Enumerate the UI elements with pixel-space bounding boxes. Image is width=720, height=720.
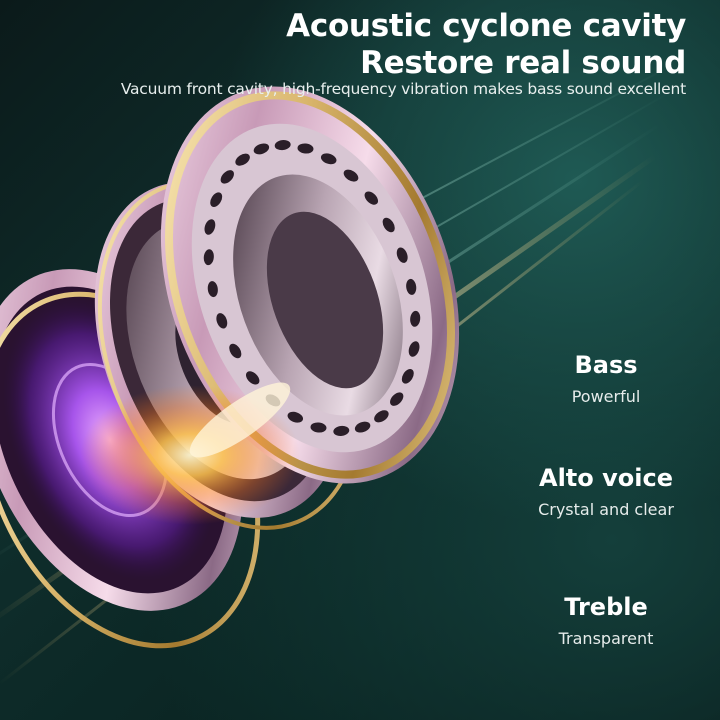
driver-vent-hole bbox=[297, 143, 314, 154]
driver-vent-hole bbox=[401, 368, 414, 384]
feature-desc: Transparent bbox=[558, 629, 654, 648]
feature-title: Bass bbox=[574, 351, 638, 379]
headline: Acoustic cyclone cavity Restore real sou… bbox=[286, 8, 686, 82]
subheadline: Vacuum front cavity, high-frequency vibr… bbox=[120, 80, 686, 98]
headline-line-1: Acoustic cyclone cavity bbox=[286, 8, 686, 44]
driver-front bbox=[160, 86, 460, 484]
feature-treble: Treble Transparent bbox=[491, 592, 720, 650]
driver-vent-hole bbox=[410, 310, 421, 327]
driver-vent-hole bbox=[408, 341, 420, 357]
driver-vent-hole bbox=[274, 140, 291, 151]
headline-line-2: Restore real sound bbox=[360, 45, 686, 81]
driver-vent-hole bbox=[374, 410, 389, 423]
driver-vent-hole bbox=[253, 143, 270, 155]
driver-vent-hole bbox=[210, 192, 223, 208]
driver-vent-hole bbox=[382, 217, 395, 233]
driver-vent-hole bbox=[245, 371, 260, 385]
driver-vent-hole bbox=[343, 169, 359, 182]
driver-vent-hole bbox=[320, 153, 337, 165]
driver-vent-hole bbox=[229, 343, 242, 359]
driver-vent-hole bbox=[204, 219, 216, 235]
driver-vent-hole bbox=[406, 278, 417, 295]
feature-desc: Crystal and clear bbox=[538, 500, 674, 519]
feature-alto-voice: Alto voice Crystal and clear bbox=[491, 463, 720, 521]
driver-vent-hole bbox=[333, 425, 350, 436]
driver-vent-hole bbox=[220, 170, 234, 184]
feature-title: Treble bbox=[564, 593, 648, 621]
driver-vent-hole bbox=[390, 392, 404, 406]
feature-title: Alto voice bbox=[539, 464, 673, 492]
feature-desc: Powerful bbox=[571, 387, 641, 406]
driver-vent-hole bbox=[310, 422, 327, 433]
driver-vent-hole bbox=[354, 421, 371, 433]
driver-vent-hole bbox=[364, 191, 379, 205]
driver-vent-hole bbox=[287, 411, 304, 423]
driver-vent-hole bbox=[396, 247, 408, 263]
driver-vent-hole bbox=[216, 313, 228, 329]
driver-vent-hole bbox=[235, 153, 250, 166]
driver-vent-hole bbox=[203, 249, 214, 266]
driver-vent-hole bbox=[207, 281, 218, 298]
feature-bass: Bass Powerful bbox=[491, 350, 720, 408]
